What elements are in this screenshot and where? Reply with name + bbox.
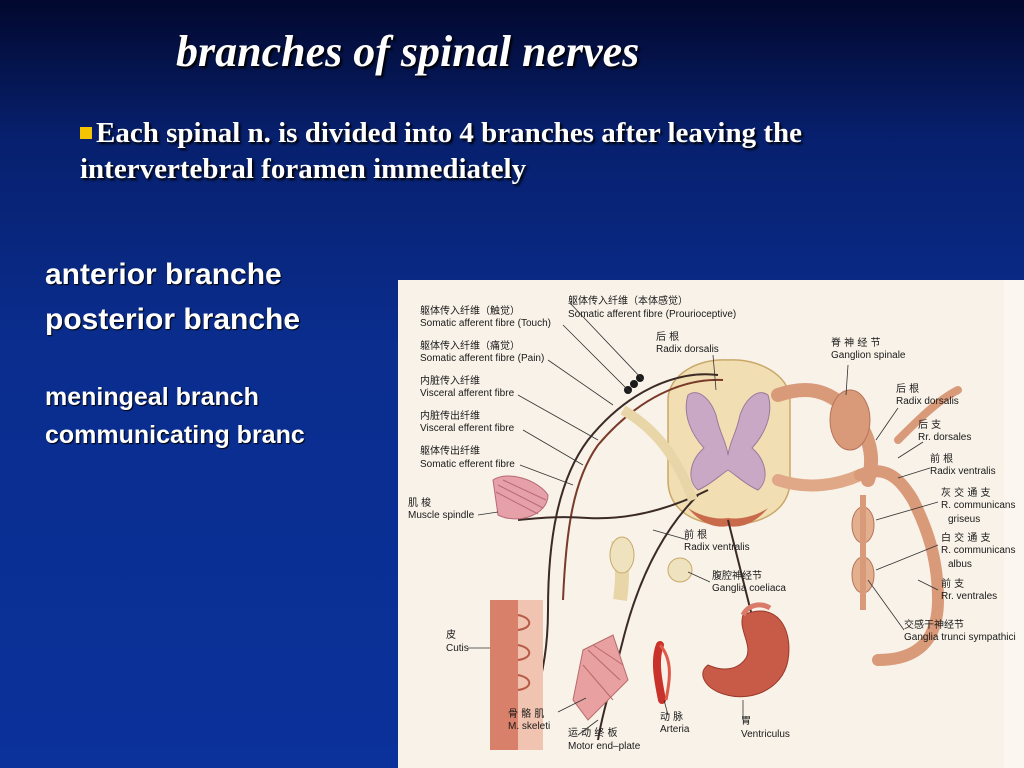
label-seff-en: Somatic efferent fibre xyxy=(420,459,515,470)
branch-posterior: posterior branche xyxy=(45,303,301,336)
branch-communicating: communicating branc xyxy=(45,421,305,449)
label-rrdors-cn: 后 支 xyxy=(918,419,941,431)
label-rca-cn: 白 交 通 支 xyxy=(941,531,991,544)
label-rca-en1: R. communicans xyxy=(941,545,1015,556)
skin-drawing xyxy=(490,600,543,750)
label-vaff-en: Visceral afferent fibre xyxy=(420,388,515,399)
label-vent-en: Ventriculus xyxy=(741,729,790,740)
branch-meningeal: meningeal branch xyxy=(45,383,259,411)
label-rventc-en: Radix ventralis xyxy=(684,542,750,553)
label-rcg-en1: R. communicans xyxy=(941,500,1015,511)
bullet-point: Each spinal n. is divided into 4 branche… xyxy=(80,115,960,187)
label-touch-cn: 躯体传入纤维（触觉） xyxy=(420,304,520,317)
label-veff-cn: 内脏传出纤维 xyxy=(420,409,480,422)
label-cutis-cn: 皮 xyxy=(446,628,456,641)
label-seff-cn: 躯体传出纤维 xyxy=(420,444,480,457)
muscle-spindle-drawing xyxy=(492,475,549,520)
label-rdors2-en: Radix dorsalis xyxy=(896,396,959,407)
label-rrvent-en: Rr. ventrales xyxy=(941,591,997,602)
spinal-nerve-diagram: 躯体传入纤维（触觉） Somatic afferent fibre (Touch… xyxy=(398,280,1024,768)
bullet-square-icon xyxy=(80,127,92,139)
label-rcg-en2: griseus xyxy=(948,514,980,525)
label-veff-en: Visceral efferent fibre xyxy=(420,423,515,434)
spinal-nerve-illustration: 躯体传入纤维（触觉） Somatic afferent fibre (Touch… xyxy=(398,280,1024,768)
label-vaff-cn: 内脏传入纤维 xyxy=(420,374,480,387)
label-sym-cn: 交感干神经节 xyxy=(904,618,964,631)
label-sym-en: Ganglia trunci sympathici xyxy=(904,632,1016,643)
label-rrdors-en: Rr. dorsales xyxy=(918,432,971,443)
branch-anterior: anterior branche xyxy=(45,258,282,291)
label-rca-en2: albus xyxy=(948,559,972,570)
main-branch-list: anterior branche posterior branche xyxy=(45,252,300,342)
artery-drawing xyxy=(652,641,671,704)
label-mskel-cn: 骨 骼 肌 xyxy=(508,707,544,720)
label-spindle-en: Muscle spindle xyxy=(408,510,475,521)
minor-branch-list: meningeal branch communicating branc xyxy=(45,378,305,454)
label-motor-en: Motor end–plate xyxy=(568,741,641,752)
label-gang-en: Ganglion spinale xyxy=(831,350,906,361)
label-rdors2-cn: 后 根 xyxy=(896,382,919,395)
label-cutis-en: Cutis xyxy=(446,643,469,654)
label-rvent-cn: 前 根 xyxy=(930,452,953,465)
label-spindle-cn: 肌 梭 xyxy=(408,496,431,509)
stomach-drawing xyxy=(702,602,790,698)
skeletal-muscle-drawing xyxy=(572,634,629,721)
label-rvent-en: Radix ventralis xyxy=(930,466,996,477)
label-rrvent-cn: 前 支 xyxy=(941,577,964,590)
slide-title: branches of spinal nerves xyxy=(176,27,640,76)
label-rdors1-en: Radix dorsalis xyxy=(656,344,719,355)
label-gang-cn: 脊 神 经 节 xyxy=(831,336,881,349)
label-pain-en: Somatic afferent fibre (Pain) xyxy=(420,353,544,364)
label-art-cn: 动 脉 xyxy=(660,710,683,723)
label-mskel-en: M. skeleti xyxy=(508,721,550,732)
label-pain-cn: 躯体传入纤维（痛觉） xyxy=(420,339,520,352)
label-coel-en: Ganglia coeliaca xyxy=(712,583,786,594)
label-rventc-cn: 前 根 xyxy=(684,528,707,541)
label-motor-cn: 运 动 终 板 xyxy=(568,726,618,739)
label-touch-en: Somatic afferent fibre (Touch) xyxy=(420,318,551,329)
label-prop-en: Somatic afferent fibre (Prourioceptive) xyxy=(568,309,736,320)
leader-lines xyxy=(468,302,939,736)
label-rcg-cn: 灰 交 通 支 xyxy=(941,486,991,499)
label-rdors1-cn: 后 根 xyxy=(656,330,679,343)
bullet-text: Each spinal n. is divided into 4 branche… xyxy=(80,117,803,185)
label-prop-cn: 躯体传入纤维（本体感觉） xyxy=(568,294,688,307)
label-vent-cn: 胃 xyxy=(741,715,751,727)
label-art-en: Arteria xyxy=(660,724,690,735)
label-coel-cn: 腹腔神经节 xyxy=(712,569,762,582)
right-nerve-structures xyxy=(771,383,962,666)
